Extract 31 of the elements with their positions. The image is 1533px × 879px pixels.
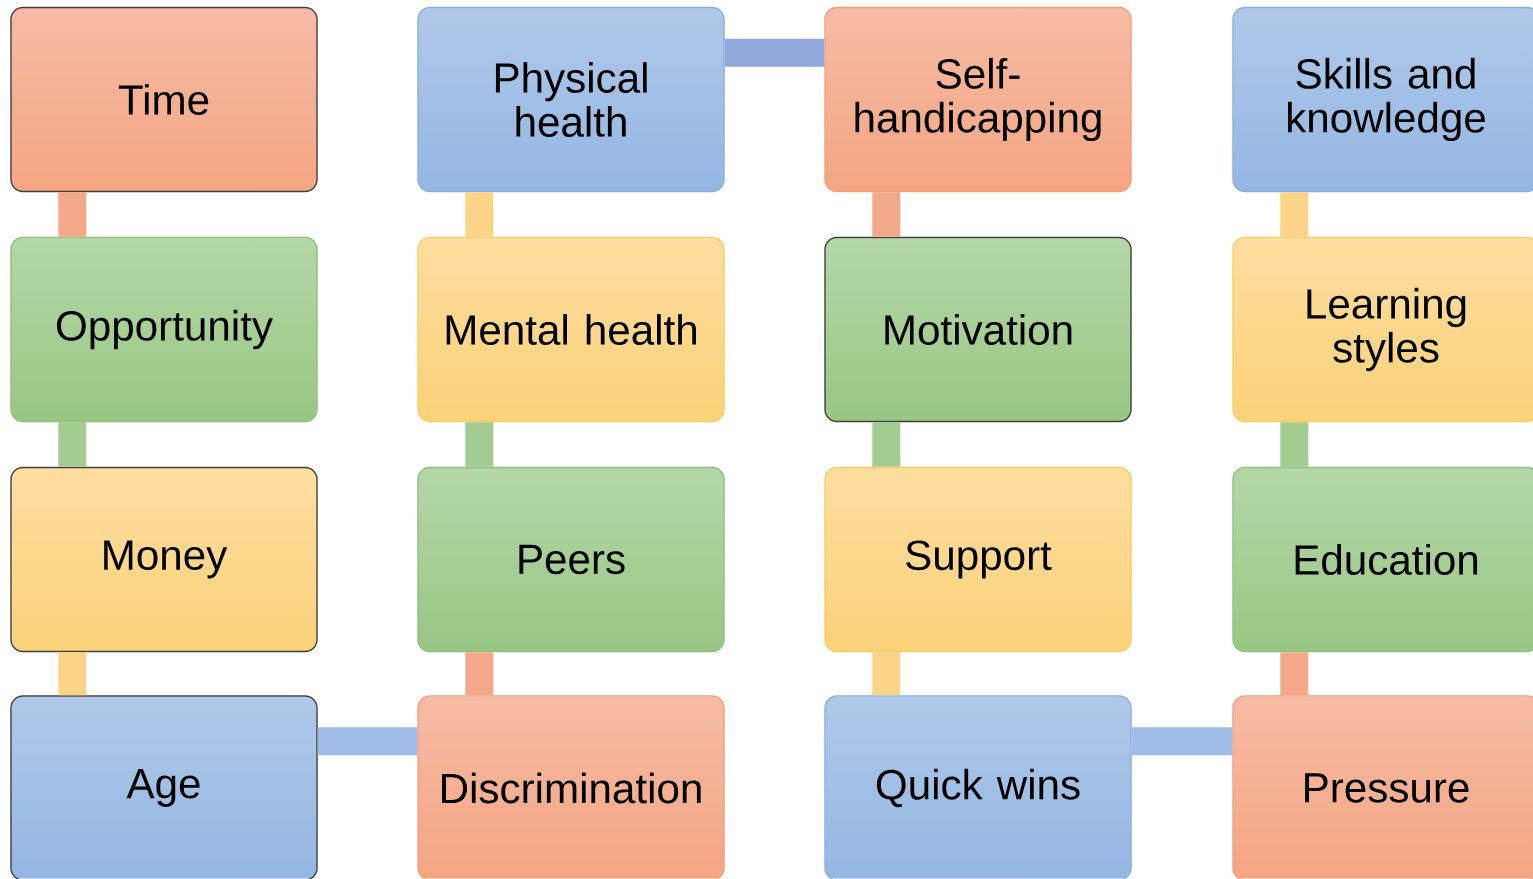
connector-bar [317,727,418,756]
connector-bar [1280,192,1309,237]
connector-bar [872,422,901,467]
process-box: Skills and knowledge [1232,6,1533,193]
process-box: Age [10,695,318,879]
process-box: Money [10,466,318,653]
connector-bar [1280,652,1309,696]
process-box: Physical health [417,6,725,193]
process-box: Quick wins [824,695,1132,879]
process-box: Peers [417,466,725,653]
connector-bar [465,422,494,467]
process-box: Self-handicapping [824,6,1132,193]
connector-bar [58,652,87,696]
process-box: Opportunity [10,236,318,423]
process-box: Learning styles [1232,236,1533,423]
process-box: Motivation [824,236,1132,423]
connector-bar [872,192,901,237]
process-box: Education [1232,466,1533,653]
connector-bar [465,192,494,237]
connector-bar [1131,727,1233,756]
connector-bar [58,422,87,467]
connector-bar [724,38,825,67]
connector-bar [872,652,901,696]
process-box: Pressure [1232,695,1533,879]
connector-bar [1280,422,1309,467]
connector-bar [58,192,87,237]
process-box: Time [10,6,318,193]
connector-bar [465,652,494,696]
process-box: Support [824,466,1132,653]
process-box: Discrimination [417,695,725,879]
process-box: Mental health [417,236,725,423]
